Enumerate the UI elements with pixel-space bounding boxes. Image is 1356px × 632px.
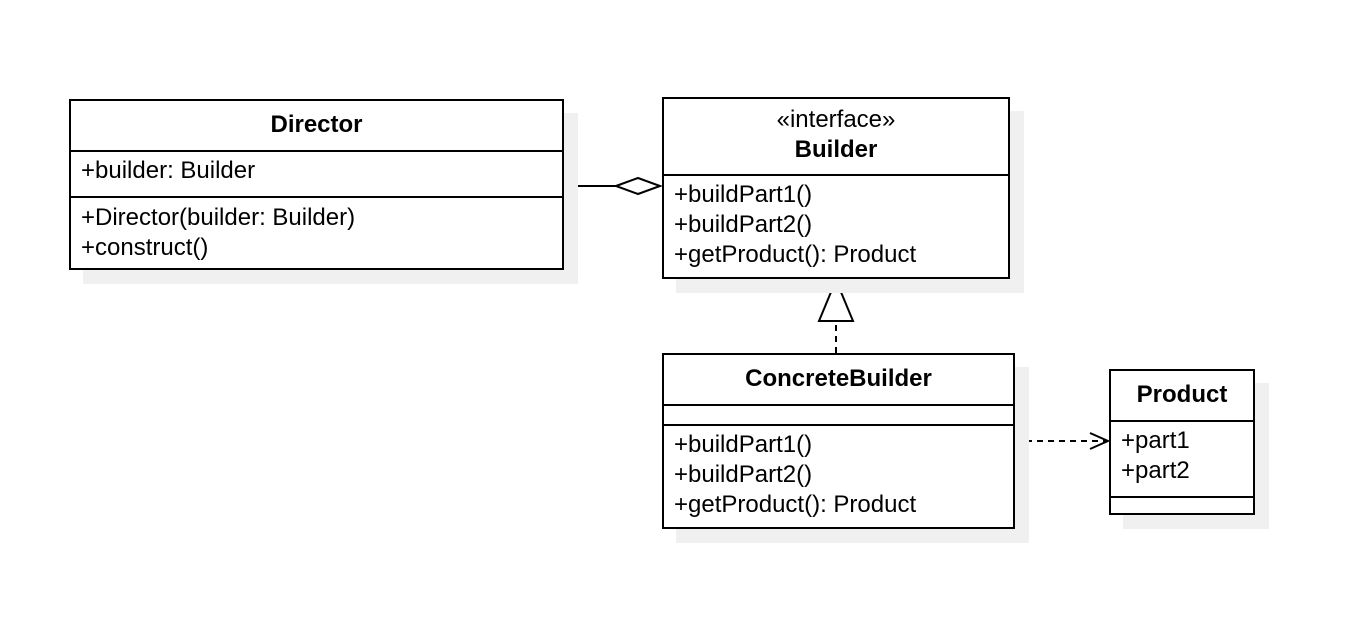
concrete-builder-header: ConcreteBuilder <box>664 355 1013 406</box>
builder-operation: +buildPart1() <box>674 181 813 208</box>
director-header: Director <box>71 101 562 152</box>
concrete-builder-operation: +buildPart1() <box>674 431 813 458</box>
director-operation: +construct() <box>81 234 209 261</box>
concrete-builder-class[interactable]: ConcreteBuilder +buildPart1() +buildPart… <box>662 353 1015 529</box>
product-attribute: +part1 <box>1121 427 1190 454</box>
product-attribute: +part2 <box>1121 457 1190 484</box>
builder-stereotype: «interface» <box>776 106 896 133</box>
product-class-name: Product <box>1136 381 1228 408</box>
director-operation: +Director(builder: Builder) <box>81 204 356 231</box>
builder-header: «interface» Builder <box>664 99 1008 176</box>
builder-interface[interactable]: «interface» Builder +buildPart1() +build… <box>662 97 1010 279</box>
realization-triangle-icon <box>817 277 855 322</box>
concrete-builder-class-name: ConcreteBuilder <box>745 365 932 392</box>
director-class[interactable]: Director +builder: Builder +Director(bui… <box>69 99 564 270</box>
product-class[interactable]: Product +part1 +part2 <box>1109 369 1255 515</box>
concrete-builder-attributes <box>664 406 1013 426</box>
product-header: Product <box>1111 371 1253 422</box>
aggregation-diamond-icon <box>613 176 663 196</box>
concrete-builder-operations: +buildPart1() +buildPart2() +getProduct(… <box>664 426 1013 520</box>
builder-operation: +buildPart2() <box>674 211 813 238</box>
director-operations: +Director(builder: Builder) +construct() <box>71 198 562 263</box>
dependency-arrowhead-icon <box>1089 432 1111 450</box>
concrete-builder-operation: +buildPart2() <box>674 461 813 488</box>
builder-operations: +buildPart1() +buildPart2() +getProduct(… <box>664 176 1008 270</box>
product-attributes: +part1 +part2 <box>1111 422 1253 498</box>
director-attribute: +builder: Builder <box>81 157 256 184</box>
builder-operation: +getProduct(): Product <box>674 241 917 268</box>
builder-class-name: Builder <box>794 136 878 163</box>
director-attributes: +builder: Builder <box>71 152 562 198</box>
concrete-builder-operation: +getProduct(): Product <box>674 491 917 518</box>
director-class-name: Director <box>270 111 363 138</box>
